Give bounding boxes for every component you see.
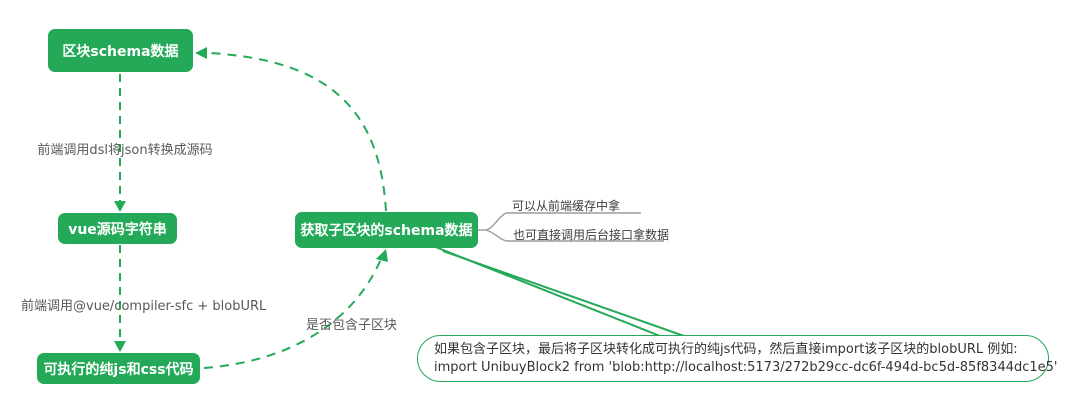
arrowhead-into-executable [114, 341, 126, 352]
callout-tail-line-2 [442, 250, 685, 337]
annotation-from-api[interactable]: 也可直接调用后台接口拿数据 [513, 228, 670, 242]
node-child-schema-label: 获取子区块的schema数据 [300, 223, 473, 239]
arrowhead-into-child-schema [376, 249, 388, 262]
node-executable-code[interactable]: 可执行的纯js和css代码 [37, 353, 200, 384]
annotation-from-cache[interactable]: 可以从前端缓存中拿 [512, 199, 621, 213]
callout-line-2: import UnibuyBlock2 from 'blob:http://lo… [434, 359, 1058, 375]
annotation-fork-top [485, 212, 507, 231]
node-child-schema[interactable]: 获取子区块的schema数据 [295, 212, 478, 248]
edge-label-compiler-sfc: 前端调用@vue/compiler-sfc + blobURL [21, 299, 267, 314]
callout-bubble[interactable]: 如果包含子区块，最后将子区块转化成可执行的纯js代码，然后直接import该子区… [417, 335, 1058, 382]
edge-child-to-schema [208, 52, 387, 212]
callout-tail-line-1 [432, 245, 661, 337]
annotation-fork-bottom [485, 229, 507, 242]
arrowhead-into-vue-source [114, 201, 126, 212]
edge-label-contains-child: 是否包含子区块 [306, 318, 398, 333]
node-block-schema[interactable]: 区块schema数据 [48, 29, 193, 72]
node-executable-code-label: 可执行的纯js和css代码 [43, 361, 194, 378]
callout-line-1: 如果包含子区块，最后将子区块转化成可执行的纯js代码，然后直接import该子区… [434, 341, 1018, 357]
node-block-schema-label: 区块schema数据 [62, 43, 179, 60]
node-vue-source[interactable]: vue源码字符串 [58, 213, 177, 244]
arrowhead-into-block-schema [195, 47, 207, 59]
edge-label-dsl-convert: 前端调用dsl将json转换成源码 [37, 143, 213, 158]
node-vue-source-label: vue源码字符串 [68, 221, 167, 238]
